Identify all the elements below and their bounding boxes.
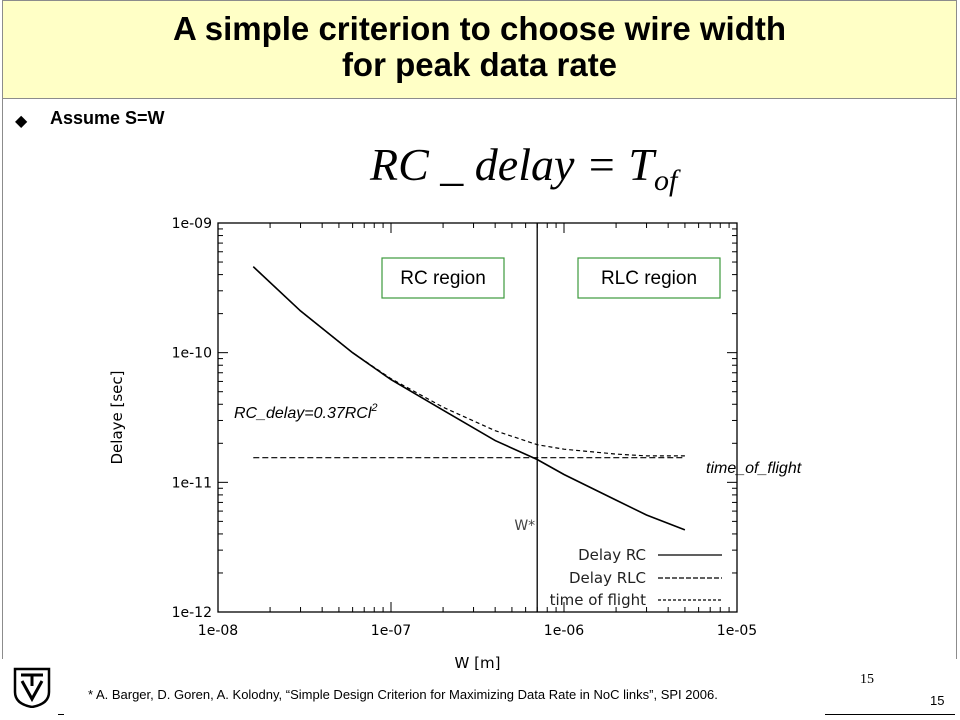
title-box: A simple criterion to choose wire width …	[2, 0, 957, 99]
x-axis-label: W [m]	[455, 654, 501, 672]
footer-dash	[58, 714, 64, 715]
equation-main: RC _ delay = T	[370, 139, 655, 190]
series-line-0	[252, 266, 686, 531]
bullet-diamond-icon: ◆	[15, 113, 28, 130]
page-number-serif: 15	[860, 672, 874, 687]
x-tick-label: 1e-08	[198, 623, 238, 639]
x-tick-label: 1e-07	[371, 623, 411, 639]
y-tick-label: 1e-11	[172, 475, 212, 491]
page-number: 15	[930, 693, 945, 708]
legend-label: Delay RLC	[569, 569, 646, 587]
rc-region-box	[381, 257, 505, 299]
equation-subscript: of	[654, 164, 678, 197]
rc-delay-annotation: RC_delay=0.37RCl2	[234, 402, 378, 422]
rlc-region-box	[577, 257, 721, 299]
rc-region-label: RC region	[400, 268, 486, 289]
rc-delay-superscript: 2	[370, 402, 377, 414]
footer-divider	[825, 714, 955, 715]
legend-label: time of flight	[550, 591, 647, 609]
w-star-label: W*	[514, 518, 535, 534]
series-line-1	[252, 266, 685, 457]
rlc-region-label: RLC region	[601, 268, 697, 289]
plot-frame	[217, 222, 738, 613]
bullet-text: Assume S=W	[50, 108, 165, 128]
legend-label: Delay RC	[578, 546, 646, 564]
equation: RC _ delay = Tof	[370, 138, 677, 198]
y-tick-label: 1e-10	[172, 346, 212, 362]
x-tick-label: 1e-06	[544, 623, 584, 639]
y-tick-label: 1e-09	[172, 216, 212, 232]
y-axis-label: Delaye [sec]	[108, 370, 126, 464]
technion-logo-icon	[13, 667, 51, 708]
footnote-citation: * A. Barger, D. Goren, A. Kolodny, “Simp…	[88, 687, 718, 702]
x-tick-label: 1e-05	[717, 623, 757, 639]
content-frame	[2, 99, 957, 659]
slide-title-line-2: for peak data rate	[341, 46, 618, 83]
slide-title-line-1: A simple criterion to choose wire width	[172, 10, 787, 47]
y-tick-label: 1e-12	[172, 605, 212, 621]
time-of-flight-annotation: time_of_flight	[706, 460, 802, 477]
